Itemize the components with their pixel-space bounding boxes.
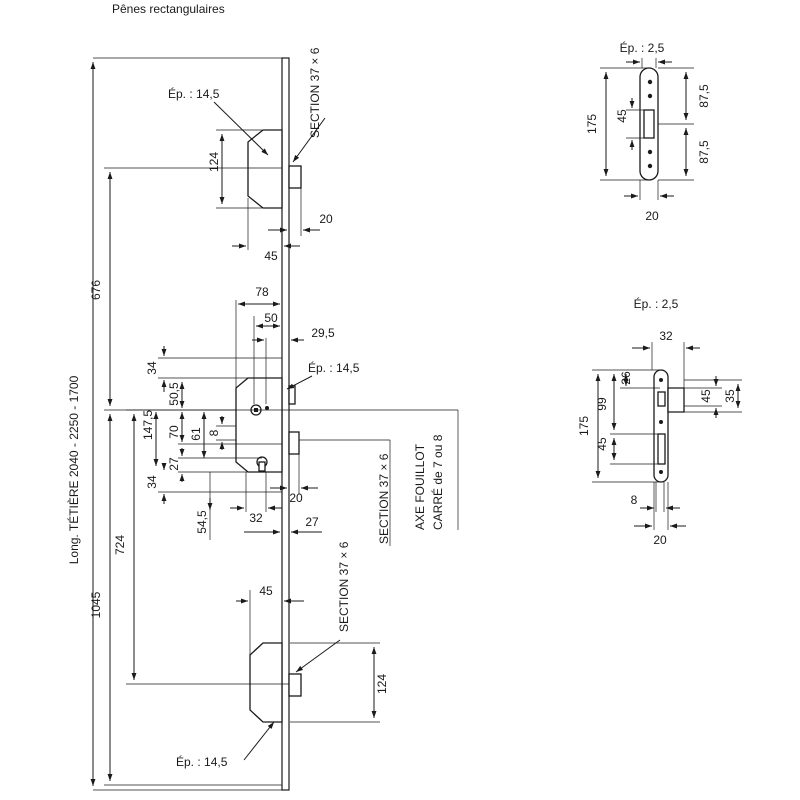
strike2-dim-20: 20 bbox=[653, 533, 667, 547]
dim-61: 61 bbox=[189, 427, 203, 441]
dim-34-top: 34 bbox=[145, 361, 159, 375]
dim-20-top: 20 bbox=[319, 212, 333, 226]
dim-78: 78 bbox=[255, 285, 269, 299]
dim-20-mid: 20 bbox=[289, 491, 303, 505]
strike2-dim-32: 32 bbox=[659, 329, 673, 343]
dim-45-top: 45 bbox=[264, 249, 278, 263]
strike2-box bbox=[667, 387, 685, 413]
cylinder-slot bbox=[258, 461, 266, 472]
strike2-bolt-slot bbox=[657, 433, 666, 465]
central-bolt bbox=[288, 431, 300, 455]
section-top-label: SECTION 37 × 6 bbox=[308, 47, 322, 138]
dim-32: 32 bbox=[249, 511, 263, 525]
bottom-bolt bbox=[288, 673, 302, 697]
screw-dot bbox=[265, 406, 269, 410]
strike2-latch-slot bbox=[657, 391, 666, 407]
dim-54-5: 54,5 bbox=[195, 510, 209, 534]
carre-label: CARRÉ de 7 ou 8 bbox=[430, 434, 445, 530]
dim-70: 70 bbox=[167, 425, 181, 439]
dim-50-5: 50,5 bbox=[167, 382, 181, 406]
page-title: Pênes rectangulaires bbox=[112, 2, 225, 16]
axe-fouillot-label: AXE FOUILLOT bbox=[413, 443, 427, 530]
dim-147-5: 147,5 bbox=[141, 410, 155, 440]
strike1-dim-87-5-bottom: 87,5 bbox=[697, 140, 711, 164]
strike2-dim-26: 26 bbox=[619, 371, 633, 385]
section-bottom-label: SECTION 37 × 6 bbox=[337, 541, 351, 632]
ep-mid-label: Ép. : 14,5 bbox=[308, 360, 360, 375]
strike2-plate bbox=[653, 369, 669, 483]
dim-1045: 1045 bbox=[89, 591, 103, 618]
top-bolt bbox=[288, 165, 302, 189]
dim-676: 676 bbox=[89, 280, 103, 300]
dim-27-mid: 27 bbox=[305, 515, 319, 529]
strike-plate-2-drawing: Ép. : 2,5 32 175 26 99 45 bbox=[577, 296, 742, 547]
faceplate bbox=[281, 57, 290, 791]
top-bolt-case bbox=[247, 129, 283, 209]
strike1-dim-175: 175 bbox=[585, 114, 599, 134]
strike2-dim-45-right: 45 bbox=[699, 389, 713, 403]
dim-124-bottom: 124 bbox=[375, 674, 389, 694]
strike1-dim-45: 45 bbox=[615, 109, 629, 123]
dim-29-5: 29,5 bbox=[311, 326, 335, 340]
strike-plate-1-drawing: Ép. : 2,5 175 45 87,5 87,5 bbox=[585, 40, 711, 223]
strike1-ep-label: Ép. : 2,5 bbox=[620, 40, 665, 55]
bottom-bolt-case bbox=[249, 642, 283, 723]
ep-top-label: Ép. : 14,5 bbox=[168, 86, 220, 101]
length-label: Long. TÉTIÈRE 2040 - 2250 - 1700 bbox=[66, 375, 81, 564]
latch-bolt bbox=[288, 385, 296, 405]
strike2-ep-label: Ép. : 2,5 bbox=[634, 296, 679, 311]
dim-8: 8 bbox=[207, 429, 221, 436]
strike2-dim-45-left: 45 bbox=[595, 437, 609, 451]
strike1-slot bbox=[643, 109, 655, 139]
main-lock-drawing: Long. TÉTIÈRE 2040 - 2250 - 1700 676 104… bbox=[66, 47, 459, 791]
strike2-dim-175: 175 bbox=[577, 416, 591, 436]
dim-724: 724 bbox=[113, 535, 127, 555]
dim-124-top: 124 bbox=[207, 152, 221, 172]
dim-27-left: 27 bbox=[167, 457, 181, 471]
dim-34-bottom: 34 bbox=[145, 475, 159, 489]
strike2-dim-99: 99 bbox=[595, 397, 609, 411]
strike1-dim-20: 20 bbox=[645, 209, 659, 223]
dim-50: 50 bbox=[264, 311, 278, 325]
section-mid-label: SECTION 37 × 6 bbox=[377, 453, 391, 544]
strike1-dim-87-5-top: 87,5 bbox=[697, 84, 711, 108]
dim-45-bottom: 45 bbox=[259, 584, 273, 598]
strike2-dim-8: 8 bbox=[631, 493, 638, 507]
strike2-dim-35: 35 bbox=[723, 389, 737, 403]
ep-bottom-label: Ép. : 14,5 bbox=[176, 754, 228, 769]
